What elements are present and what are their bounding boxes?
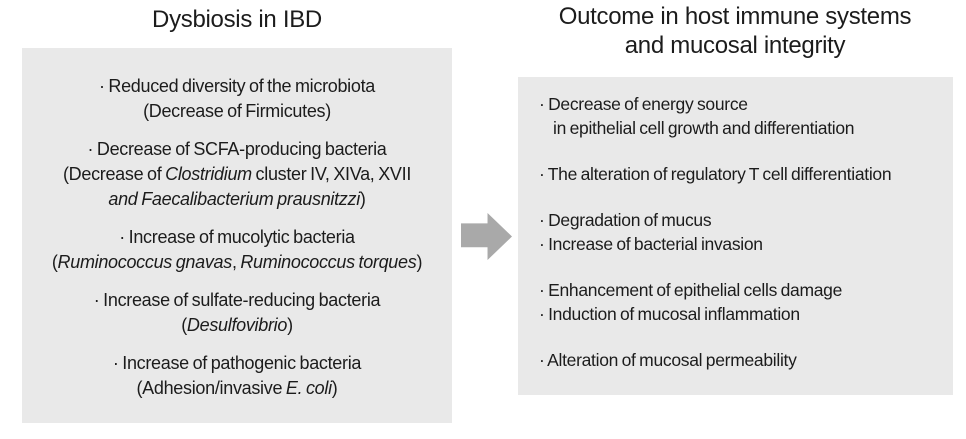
list-item-line: (Ruminococcus gnavas, Ruminococcus torqu… bbox=[28, 250, 446, 275]
list-item-line: (Adhesion/invasive E. coli) bbox=[28, 376, 446, 401]
list-item-line: in epithelial cell growth and differenti… bbox=[539, 116, 945, 140]
right-panel-title-line2: and mucosal integrity bbox=[624, 32, 846, 59]
list-item-line: (Decrease of Firmicutes) bbox=[28, 99, 446, 124]
text-segment: · The alteration of regulatory T cell di… bbox=[539, 164, 892, 184]
list-item-line: (Desulfovibrio) bbox=[28, 313, 446, 338]
text-segment: · Degradation of mucus bbox=[539, 210, 712, 230]
left-panel-box: · Reduced diversity of the microbiota(De… bbox=[22, 48, 452, 423]
right-panel-title: Outcome in host immune systems and mucos… bbox=[510, 2, 960, 60]
list-item: · Enhancement of epithelial cells damage… bbox=[539, 278, 945, 326]
text-segment: · Increase of mucolytic bacteria bbox=[119, 227, 355, 247]
list-item: · Increase of mucolytic bacteria(Ruminoc… bbox=[28, 225, 446, 275]
species-name: E. coli bbox=[285, 378, 332, 398]
text-segment: ) bbox=[287, 315, 293, 335]
text-segment: · Reduced diversity of the microbiota bbox=[98, 76, 376, 96]
right-arrow-icon bbox=[461, 213, 512, 260]
text-segment: , bbox=[231, 252, 241, 272]
text-segment: · Increase of pathogenic bacteria bbox=[112, 353, 362, 373]
list-item-line: · The alteration of regulatory T cell di… bbox=[539, 162, 945, 186]
list-item-line: · Increase of sulfate-reducing bacteria bbox=[28, 288, 446, 313]
list-item: · The alteration of regulatory T cell di… bbox=[539, 162, 945, 186]
text-segment: cluster IV, XIVa, XVII bbox=[251, 164, 412, 184]
list-item-line: and Faecalibacterium prausnitzzi) bbox=[28, 187, 446, 212]
list-item-line: · Decrease of SCFA-producing bacteria bbox=[28, 137, 446, 162]
species-name: Clostridium bbox=[165, 164, 252, 184]
text-segment: ( bbox=[181, 315, 187, 335]
right-panel-title-line1: Outcome in host immune systems bbox=[558, 3, 912, 30]
text-segment: ) bbox=[359, 189, 366, 209]
text-segment: · Enhancement of epithelial cells damage bbox=[539, 280, 843, 300]
text-segment: (Decrease of bbox=[62, 164, 166, 184]
list-item-line: · Alteration of mucosal permeability bbox=[539, 348, 945, 372]
text-segment: · Decrease of SCFA-producing bacteria bbox=[87, 139, 387, 159]
right-panel-box: · Decrease of energy source in epithelial… bbox=[518, 77, 953, 395]
list-item: · Decrease of energy source in epithelial… bbox=[539, 92, 945, 140]
text-segment: ) bbox=[331, 378, 338, 398]
species-name: and Faecalibacterium prausnitzzi bbox=[108, 189, 360, 209]
list-item-line: (Decrease of Clostridium cluster IV, XIV… bbox=[28, 162, 446, 187]
text-segment: (Adhesion/invasive bbox=[136, 378, 286, 398]
list-item: · Alteration of mucosal permeability bbox=[539, 348, 945, 372]
text-segment: · Increase of sulfate-reducing bacteria bbox=[93, 290, 381, 310]
text-segment: (Decrease of Firmicutes) bbox=[143, 101, 331, 121]
text-segment: · Increase of bacterial invasion bbox=[539, 234, 763, 254]
list-item-line: · Increase of mucolytic bacteria bbox=[28, 225, 446, 250]
list-item-line: · Increase of pathogenic bacteria bbox=[28, 351, 446, 376]
list-item-line: · Enhancement of epithelial cells damage bbox=[539, 278, 945, 302]
list-item: · Increase of pathogenic bacteria (Adhesi… bbox=[28, 351, 446, 401]
list-item-line: · Degradation of mucus bbox=[539, 208, 945, 232]
text-segment: ) bbox=[416, 252, 423, 272]
list-item: · Decrease of SCFA-producing bacteria (De… bbox=[28, 137, 446, 212]
species-name: Desulfovibrio bbox=[186, 315, 288, 335]
text-segment: · Induction of mucosal inflammation bbox=[539, 304, 800, 324]
species-name: Ruminococcus torques bbox=[240, 252, 417, 272]
list-item-line: · Induction of mucosal inflammation bbox=[539, 302, 945, 326]
list-item: · Degradation of mucus · Increase of bact… bbox=[539, 208, 945, 256]
text-segment: in epithelial cell growth and differenti… bbox=[553, 118, 855, 138]
list-item-line: · Decrease of energy source bbox=[539, 92, 945, 116]
species-name: Ruminococcus gnavas bbox=[57, 252, 233, 272]
left-panel-title: Dysbiosis in IBD bbox=[152, 6, 322, 33]
list-item: · Reduced diversity of the microbiota (De… bbox=[28, 74, 446, 124]
text-segment: · Decrease of energy source bbox=[539, 94, 748, 114]
list-item-line: · Reduced diversity of the microbiota bbox=[28, 74, 446, 99]
list-item-line: · Increase of bacterial invasion bbox=[539, 232, 945, 256]
text-segment: · Alteration of mucosal permeability bbox=[539, 350, 797, 370]
text-segment: ( bbox=[51, 252, 58, 272]
list-item: · Increase of sulfate-reducing bacteria (… bbox=[28, 288, 446, 338]
